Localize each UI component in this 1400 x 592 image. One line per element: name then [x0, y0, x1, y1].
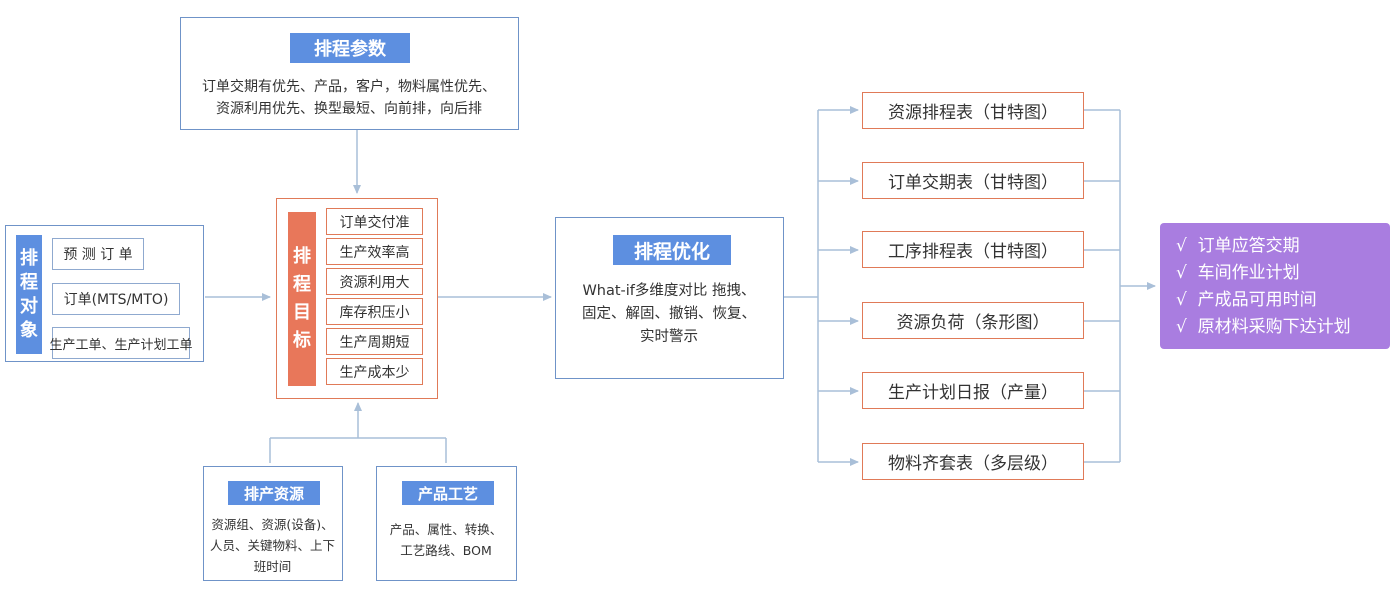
object-tag-char: 象: [20, 319, 38, 341]
goal-box: 排 程 目 标 订单交付准 生产效率高 资源利用大 库存积压小 生产周期短 生产…: [276, 198, 438, 399]
resource-title: 排产资源: [228, 481, 320, 505]
goal-item: 订单交付准: [326, 208, 423, 235]
result-label: 车间作业计划: [1197, 263, 1300, 283]
goal-item: 生产成本少: [326, 358, 423, 385]
object-tag: 排 程 对 象: [16, 235, 42, 354]
goal-tag: 排 程 目 标: [288, 212, 316, 386]
output-item: 物料齐套表（多层级）: [862, 443, 1084, 480]
params-box: 排程参数 订单交期有优先、产品，客户，物料属性优先、 资源利用优先、换型最短、向…: [180, 17, 519, 130]
process-line-2: 工艺路线、BOM: [400, 543, 492, 558]
object-item: 订单(MTS/MTO): [52, 283, 180, 315]
goal-tag-char: 排: [293, 246, 311, 267]
check-icon: √: [1176, 263, 1187, 283]
object-box: 排 程 对 象 预 测 订 单 订单(MTS/MTO) 生产工单、生产计划工单: [5, 225, 204, 362]
output-item: 资源负荷（条形图）: [862, 302, 1084, 339]
result-item: √ 原材料采购下达计划: [1176, 314, 1390, 341]
resource-desc: 资源组、资源(设备)、 人员、关键物料、上下 班时间: [204, 514, 341, 577]
output-item: 生产计划日报（产量）: [862, 372, 1084, 409]
object-item: 预 测 订 单: [52, 238, 144, 270]
goal-item: 生产效率高: [326, 238, 423, 265]
optimize-line-3: 实时警示: [640, 329, 698, 345]
goal-item: 资源利用大: [326, 268, 423, 295]
result-label: 原材料采购下达计划: [1197, 317, 1351, 337]
result-label: 产成品可用时间: [1197, 290, 1317, 310]
process-desc: 产品、属性、转换、 工艺路线、BOM: [377, 519, 515, 561]
result-label: 订单应答交期: [1197, 236, 1300, 256]
object-tag-char: 程: [20, 271, 38, 293]
optimize-box: 排程优化 What-if多维度对比 拖拽、 固定、解固、撤销、恢复、 实时警示: [555, 217, 784, 379]
output-item: 资源排程表（甘特图）: [862, 92, 1084, 129]
resource-line-2: 人员、关键物料、上下: [209, 538, 335, 553]
params-title: 排程参数: [290, 33, 410, 63]
goal-tag-char: 标: [293, 330, 311, 351]
check-icon: √: [1176, 290, 1187, 310]
optimize-title: 排程优化: [613, 235, 731, 265]
goal-tag-char: 目: [293, 302, 311, 323]
process-box: 产品工艺 产品、属性、转换、 工艺路线、BOM: [376, 466, 517, 581]
check-icon: √: [1176, 317, 1187, 337]
params-line-1: 订单交期有优先、产品，客户，物料属性优先、: [202, 79, 496, 95]
result-item: √ 车间作业计划: [1176, 260, 1390, 287]
output-item: 工序排程表（甘特图）: [862, 231, 1084, 268]
process-title: 产品工艺: [402, 481, 494, 505]
optimize-line-2: 固定、解固、撤销、恢复、: [582, 306, 756, 322]
goal-tag-char: 程: [293, 274, 311, 295]
goal-item: 库存积压小: [326, 298, 423, 325]
output-item: 订单交期表（甘特图）: [862, 162, 1084, 199]
resource-box: 排产资源 资源组、资源(设备)、 人员、关键物料、上下 班时间: [203, 466, 343, 581]
resource-line-1: 资源组、资源(设备)、: [211, 517, 334, 532]
object-tag-char: 对: [20, 295, 38, 317]
optimize-desc: What-if多维度对比 拖拽、 固定、解固、撤销、恢复、 实时警示: [556, 280, 782, 349]
params-line-2: 资源利用优先、换型最短、向前排，向后排: [216, 101, 482, 117]
goal-item: 生产周期短: [326, 328, 423, 355]
object-tag-char: 排: [20, 247, 38, 269]
process-line-1: 产品、属性、转换、: [389, 522, 503, 537]
results-box: √ 订单应答交期 √ 车间作业计划 √ 产成品可用时间 √ 原材料采购下达计划: [1160, 223, 1390, 349]
resource-line-3: 班时间: [253, 559, 292, 574]
params-desc: 订单交期有优先、产品，客户，物料属性优先、 资源利用优先、换型最短、向前排，向后…: [181, 76, 517, 120]
optimize-line-1: What-if多维度对比 拖拽、: [582, 283, 756, 299]
result-item: √ 产成品可用时间: [1176, 287, 1390, 314]
result-item: √ 订单应答交期: [1176, 233, 1390, 260]
object-item: 生产工单、生产计划工单: [50, 327, 193, 359]
check-icon: √: [1176, 236, 1187, 256]
